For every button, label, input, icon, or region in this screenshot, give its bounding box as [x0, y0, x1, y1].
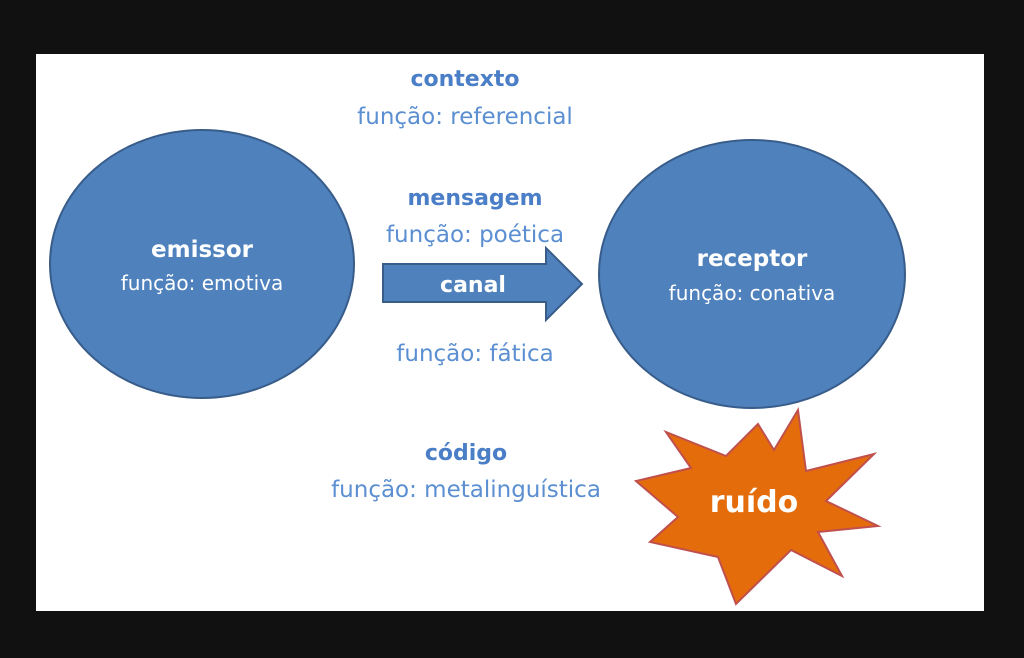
mensagem-function: função: poética	[386, 222, 564, 248]
ruido-title: ruído	[710, 485, 799, 520]
contexto-title: contexto	[410, 67, 519, 92]
emissor-title: emissor	[151, 237, 254, 263]
receptor-title: receptor	[697, 246, 808, 272]
mensagem-label-group: mensagem função: poética	[386, 186, 564, 248]
communication-diagram: emissor função: emotiva receptor função:…	[49, 67, 906, 606]
emissor-function: função: emotiva	[121, 271, 284, 295]
codigo-title: código	[425, 441, 507, 466]
canal-arrow-shape	[382, 245, 584, 323]
receptor-function: função: conativa	[669, 281, 836, 305]
canal-title: canal	[440, 273, 506, 298]
emissor-ellipse	[49, 129, 355, 399]
emissor-node: emissor função: emotiva	[49, 129, 355, 399]
contexto-function: função: referencial	[357, 104, 573, 130]
ruido-starburst	[633, 407, 882, 606]
contexto-label-group: contexto função: referencial	[357, 67, 573, 130]
canal-arrow: canal	[382, 245, 584, 323]
canal-function: função: fática	[396, 341, 553, 367]
codigo-label-group: código função: metalinguística	[331, 441, 601, 503]
ruido-node: ruído	[633, 407, 882, 606]
diagram-canvas: emissor função: emotiva receptor função:…	[36, 54, 984, 611]
receptor-node: receptor função: conativa	[598, 139, 906, 409]
codigo-function: função: metalinguística	[331, 477, 601, 503]
mensagem-title: mensagem	[407, 186, 542, 211]
receptor-ellipse	[598, 139, 906, 409]
